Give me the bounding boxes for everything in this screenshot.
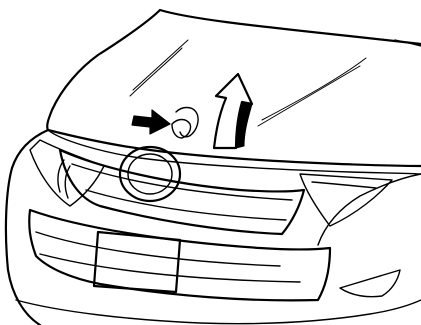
front-emblem	[120, 147, 180, 201]
push-arrow-shape	[132, 110, 170, 134]
push-direction-arrow-icon	[132, 110, 170, 134]
bumper-lower-edge	[16, 300, 421, 324]
fog-light-right	[340, 270, 400, 297]
front-bumper	[16, 210, 421, 324]
emblem-outer	[120, 147, 180, 201]
hood-crease-left	[133, 40, 188, 90]
right-headlight-inner	[312, 182, 376, 188]
hood-crease-right-2	[258, 66, 360, 126]
lift-direction-arrow-icon	[214, 74, 252, 148]
lever-hook	[176, 108, 198, 137]
right-fender	[318, 174, 421, 245]
grille-bar-bottom	[86, 190, 286, 220]
left-fender	[6, 130, 48, 325]
license-plate	[94, 232, 180, 292]
hood-release-lever-icon	[172, 108, 198, 139]
hood-crease-left-2	[130, 48, 182, 96]
license-plate-outline	[94, 232, 180, 292]
hood-crease-right	[262, 58, 366, 120]
